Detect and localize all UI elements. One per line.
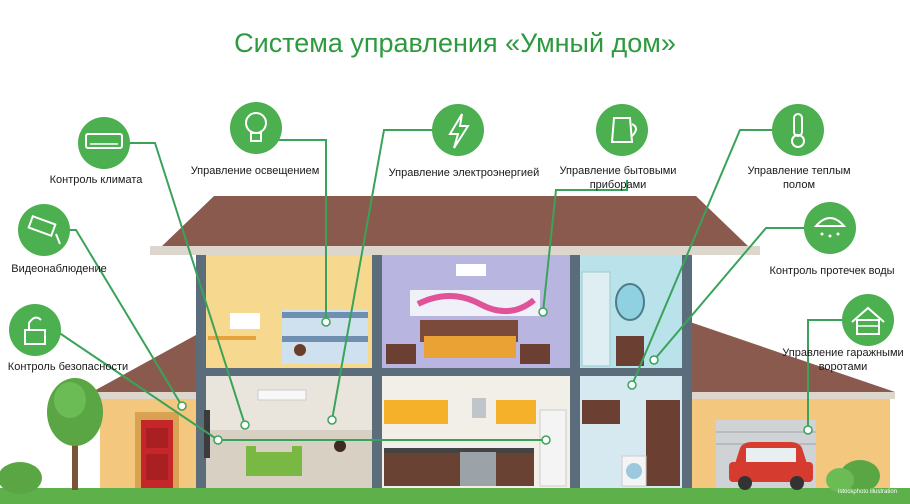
label-security-control: Контроль безопасности: [7, 361, 129, 373]
label-lighting-control: Управление освещением: [190, 165, 320, 177]
lightning-icon: [432, 104, 484, 156]
thermometer-icon: [772, 104, 824, 156]
floor-divider: [196, 368, 692, 376]
cctv-camera-icon: [18, 204, 70, 256]
padlock-icon: [9, 304, 61, 356]
label-floor-heating-control: Управление теплым полом: [747, 165, 851, 191]
light-bulb-icon: [230, 102, 282, 154]
main-roof: [150, 196, 760, 255]
right-wing: [690, 322, 895, 490]
label-climate-control: Контроль климата: [49, 174, 143, 186]
kitchen: [382, 376, 570, 488]
label-appliances-control: Управление бытовыми приборами: [559, 165, 677, 191]
living-room: [204, 376, 372, 488]
utility-room: [580, 376, 682, 488]
kids-room: [206, 255, 372, 368]
kettle-icon: [596, 104, 648, 156]
car: [729, 442, 813, 490]
garage-icon: [842, 294, 894, 346]
left-wing: [92, 330, 206, 488]
tree-left: [47, 378, 103, 490]
label-power-control: Управление электроэнергией: [388, 167, 540, 179]
image-credit: istockphoto illustration: [838, 489, 898, 495]
shower-icon: [804, 202, 856, 254]
bathroom: [580, 255, 682, 368]
bushes: [0, 460, 880, 494]
ground: [0, 488, 910, 504]
air-conditioner-icon: [78, 117, 130, 169]
label-video-surveillance: Видеонаблюдение: [11, 263, 107, 275]
appliances-connector: [542, 180, 628, 313]
label-leak-control: Контроль протечек воды: [769, 265, 895, 277]
page-title: Система управления «Умный дом»: [234, 28, 676, 58]
label-garage-control: Управление гаражными воротами: [782, 347, 904, 373]
sensor-dots: [177, 307, 813, 445]
bedroom: [382, 255, 570, 368]
